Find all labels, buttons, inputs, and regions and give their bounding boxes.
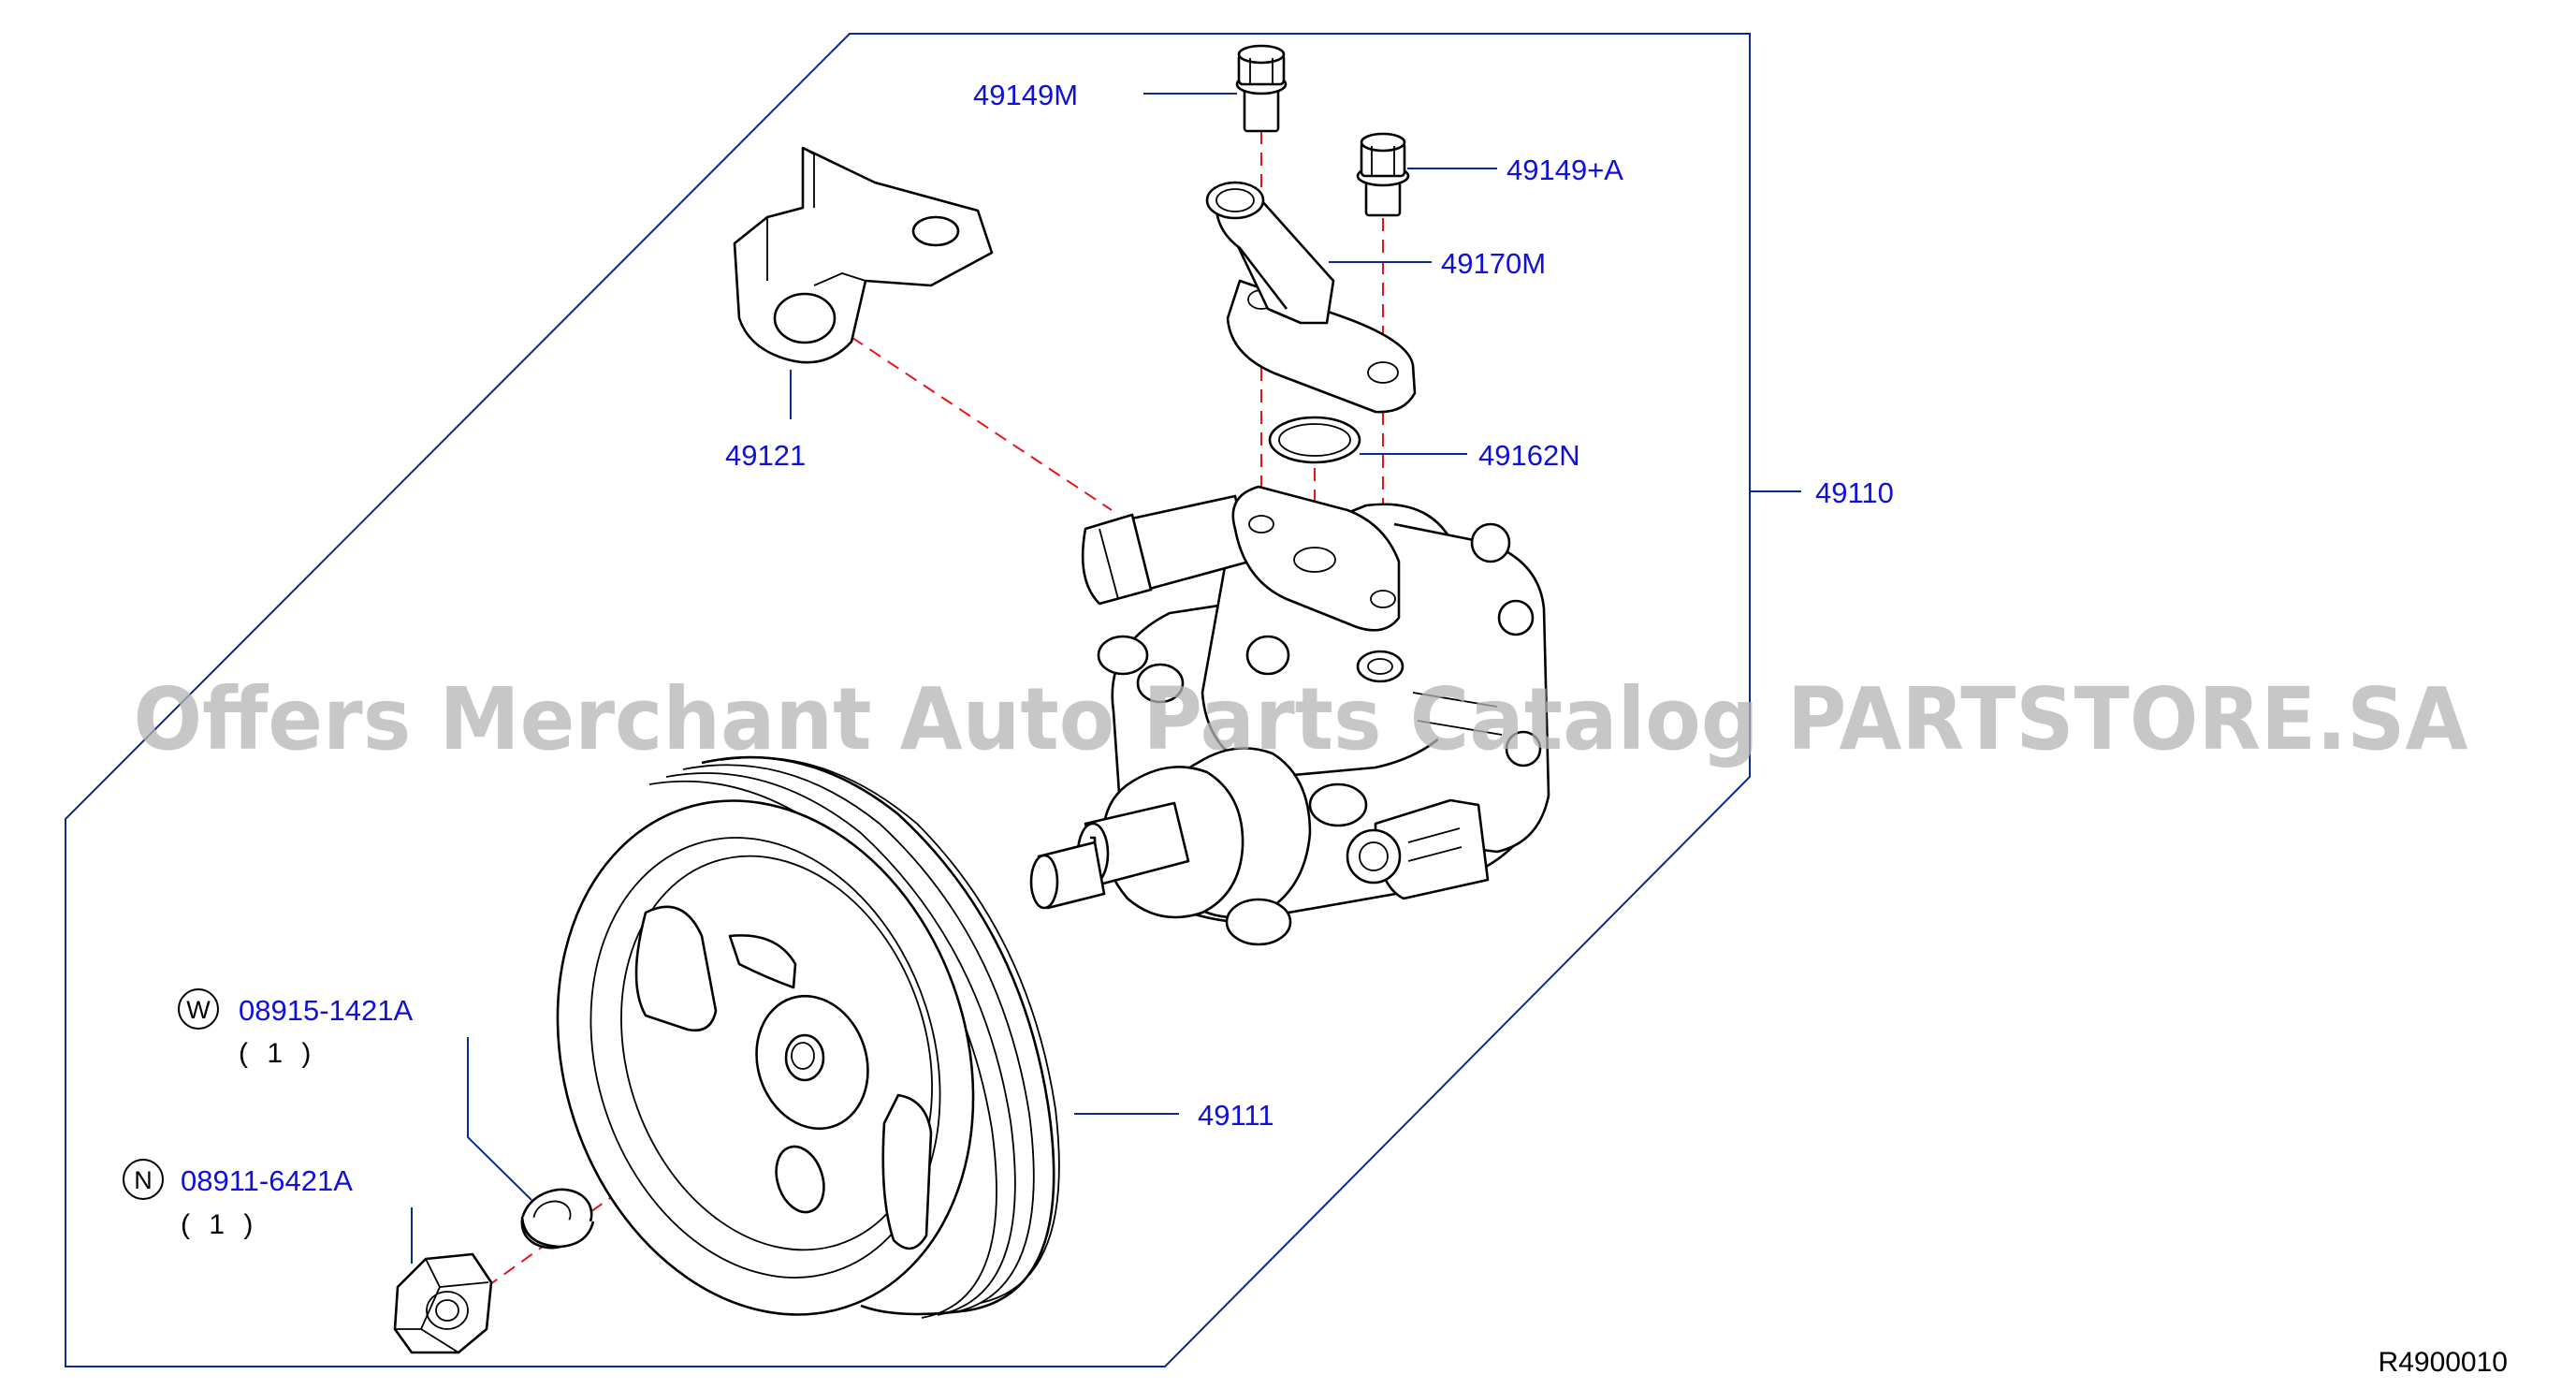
symbol-n: N [134,1166,153,1194]
qty-08911-6421a: ( 1 ) [181,1209,258,1240]
bolt-49149m [1235,44,1288,133]
suction-connector-49170m [1205,181,1417,414]
label-49111[interactable]: 49111 [1198,1099,1274,1132]
power-steering-pump-49110 [1029,485,1550,946]
o-ring-49162n [1268,416,1361,464]
bracket-49121 [733,146,994,364]
washer-08915-1421a [520,1188,595,1250]
hidden-line-bracket [815,313,1113,511]
label-49170m[interactable]: 49170M [1441,247,1546,280]
bolt-49149a [1356,132,1410,217]
leader-08915 [467,1037,532,1201]
nut-08911-6421a [393,1252,493,1354]
symbol-w: W [186,996,211,1024]
label-49121[interactable]: 49121 [725,439,806,472]
qty-08915-1421a: ( 1 ) [239,1038,316,1069]
label-08915-1421a[interactable]: 08915-1421A [239,994,413,1027]
diagram-code: R4900010 [2379,1347,2508,1378]
symbol-circle-n [123,1159,164,1200]
label-49110[interactable]: 49110 [1815,476,1894,509]
label-49149m[interactable]: 49149M [973,79,1078,111]
pulley-49111 [556,755,1060,1319]
assembly-frame [65,33,1751,1367]
symbol-circle-w [178,988,219,1030]
label-08911-6421a[interactable]: 08911-6421A [181,1164,353,1197]
label-49162n[interactable]: 49162N [1478,439,1580,472]
watermark-text: Offers Merchant Auto Parts Catalog PARTS… [134,669,2468,769]
label-49149a[interactable]: 49149+A [1506,154,1623,186]
